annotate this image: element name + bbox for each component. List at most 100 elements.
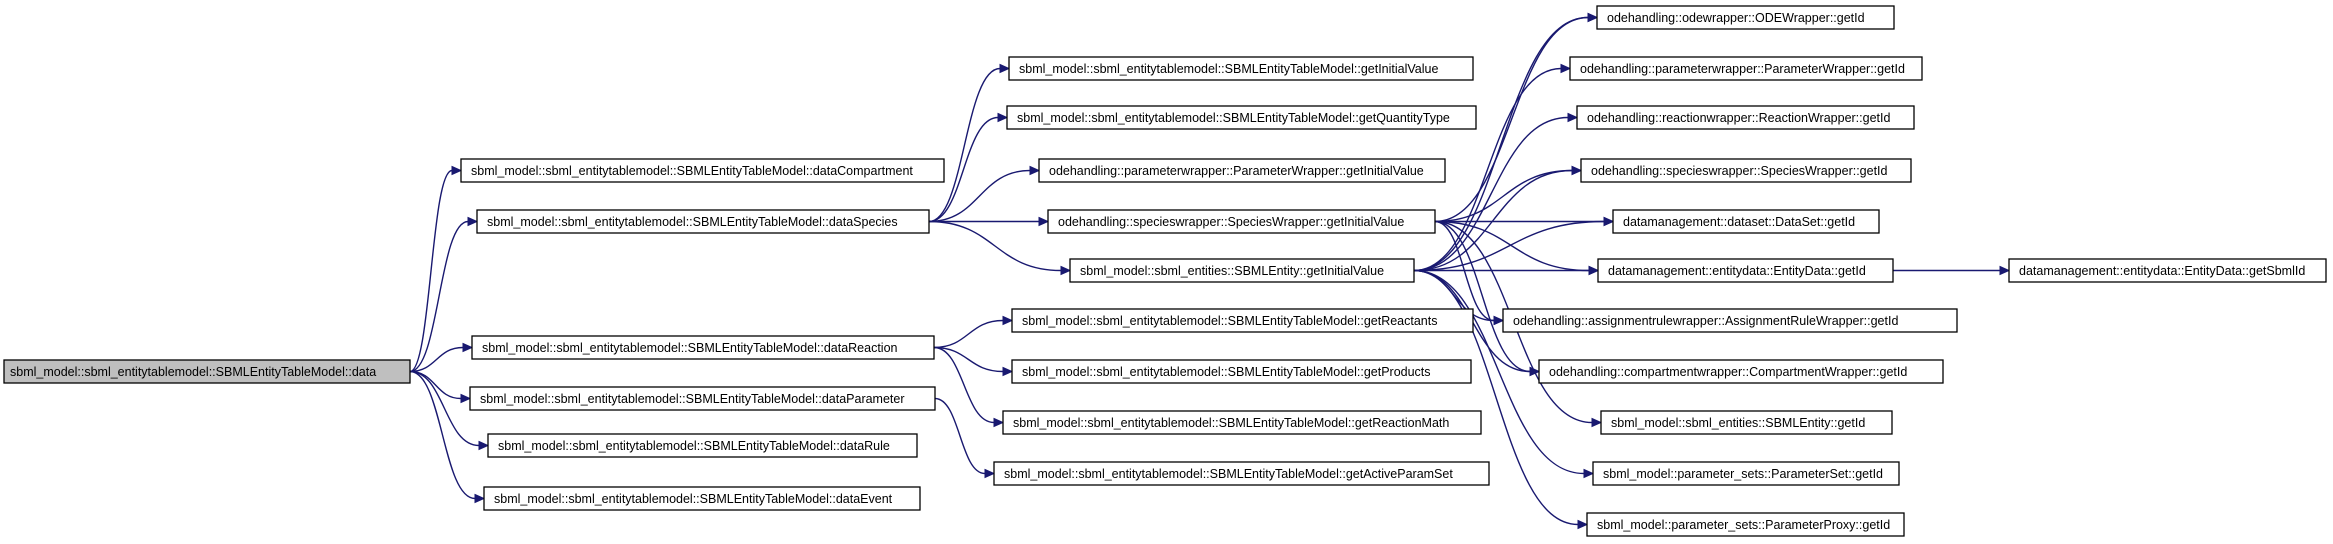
edge-entGetInitialValue-to-odeGetId	[1413, 16, 1589, 272]
node-label: odehandling::compartmentwrapper::Compart…	[1549, 365, 1907, 379]
edge-root-to-dataEvent	[409, 370, 476, 500]
node-label: odehandling::specieswrapper::SpeciesWrap…	[1591, 164, 1888, 178]
node-label: sbml_model::sbml_entitytablemodel::SBMLE…	[487, 215, 898, 229]
arrowhead	[1002, 366, 1014, 377]
edge-swGetInitialValue-to-edGetId	[1434, 220, 1590, 272]
edge-dataReaction-to-getReactants	[933, 319, 1004, 349]
node-label: sbml_model::sbml_entitytablemodel::SBMLE…	[1022, 365, 1431, 379]
node-label: sbml_model::sbml_entitytablemodel::SBMLE…	[1013, 416, 1449, 430]
node-swGetId[interactable]: odehandling::specieswrapper::SpeciesWrap…	[1580, 158, 1912, 183]
edge-dataSpecies-to-pwGetInitialValue	[928, 169, 1031, 223]
node-label: sbml_model::sbml_entities::SBMLEntity::g…	[1611, 416, 1865, 430]
node-label: odehandling::specieswrapper::SpeciesWrap…	[1058, 215, 1404, 229]
edge-entGetInitialValue-to-swGetId	[1413, 169, 1573, 272]
arrowhead	[1591, 417, 1603, 428]
node-label: datamanagement::dataset::DataSet::getId	[1623, 215, 1855, 229]
edge-entGetInitialValue-to-psGetId	[1413, 269, 1585, 475]
node-dataParameter[interactable]: sbml_model::sbml_entitytablemodel::SBMLE…	[469, 386, 936, 411]
node-label: datamanagement::entitydata::EntityData::…	[2019, 264, 2305, 278]
node-dataSpecies[interactable]: sbml_model::sbml_entitytablemodel::SBMLE…	[476, 209, 930, 234]
edge-root-to-dataReaction	[409, 346, 464, 373]
edge-swGetInitialValue-to-cwGetId	[1434, 220, 1531, 373]
node-getReactionMath[interactable]: sbml_model::sbml_entitytablemodel::SBMLE…	[1002, 410, 1482, 435]
node-label: sbml_model::sbml_entitytablemodel::SBMLE…	[494, 492, 893, 506]
edge-root-to-dataCompartment	[409, 169, 453, 373]
arrowhead	[1603, 216, 1615, 227]
edge-root-to-dataSpecies	[409, 220, 469, 373]
node-label: sbml_model::sbml_entitytablemodel::SBMLE…	[1017, 111, 1450, 125]
node-psGetId[interactable]: sbml_model::parameter_sets::ParameterSet…	[1592, 461, 1900, 486]
edge-entGetInitialValue-to-dsGetId	[1413, 220, 1605, 272]
arrowhead	[1587, 12, 1599, 23]
node-edGetId[interactable]: datamanagement::entitydata::EntityData::…	[1597, 258, 1894, 283]
edge-root-to-dataParameter	[409, 370, 462, 400]
node-root[interactable]: sbml_model::sbml_entitytablemodel::SBMLE…	[3, 359, 411, 384]
arrowhead	[460, 393, 472, 404]
node-dataReaction[interactable]: sbml_model::sbml_entitytablemodel::SBMLE…	[471, 335, 935, 360]
node-ppGetId[interactable]: sbml_model::parameter_sets::ParameterPro…	[1586, 512, 1905, 537]
node-getActiveParamSet[interactable]: sbml_model::sbml_entitytablemodel::SBMLE…	[993, 461, 1490, 486]
node-getReactants[interactable]: sbml_model::sbml_entitytablemodel::SBMLE…	[1011, 308, 1474, 333]
node-pwGetId[interactable]: odehandling::parameterwrapper::Parameter…	[1569, 56, 1923, 81]
node-label: sbml_model::sbml_entitytablemodel::SBMLE…	[471, 164, 913, 178]
node-dsGetId[interactable]: datamanagement::dataset::DataSet::getId	[1612, 209, 1880, 234]
edge-entGetInitialValue-to-ppGetId	[1413, 269, 1579, 526]
node-label: sbml_model::sbml_entitytablemodel::SBMLE…	[1004, 467, 1453, 481]
edge-dataReaction-to-getReactionMath	[933, 346, 995, 424]
arrowhead	[474, 493, 486, 504]
arrowhead	[999, 63, 1011, 74]
edge-dataParameter-to-getActiveParamSet	[934, 397, 986, 475]
node-label: sbml_model::sbml_entitytablemodel::SBMLE…	[480, 392, 905, 406]
node-label: odehandling::parameterwrapper::Parameter…	[1049, 164, 1424, 178]
node-dataEvent[interactable]: sbml_model::sbml_entitytablemodel::SBMLE…	[483, 486, 921, 511]
node-entGetId[interactable]: sbml_model::sbml_entities::SBMLEntity::g…	[1600, 410, 1893, 435]
edge-swGetInitialValue-to-swGetId	[1434, 169, 1573, 223]
node-dataRule[interactable]: sbml_model::sbml_entitytablemodel::SBMLE…	[487, 433, 918, 458]
arrowhead	[993, 417, 1005, 428]
node-label: odehandling::assignmentrulewrapper::Assi…	[1513, 314, 1898, 328]
node-cwGetId[interactable]: odehandling::compartmentwrapper::Compart…	[1538, 359, 1944, 384]
edge-root-to-dataRule	[409, 370, 480, 447]
arrowhead	[1999, 265, 2011, 276]
arrowhead	[1588, 265, 1600, 276]
arrowhead	[451, 165, 463, 176]
arrowhead	[462, 342, 474, 353]
arrowhead	[1560, 63, 1572, 74]
edge-dataSpecies-to-entGetInitialValue	[928, 220, 1062, 272]
node-label: odehandling::parameterwrapper::Parameter…	[1580, 62, 1905, 76]
edge-dataSpecies-to-getQuantityType	[928, 116, 999, 223]
node-label: sbml_model::sbml_entitytablemodel::SBMLE…	[482, 341, 898, 355]
node-label: odehandling::reactionwrapper::ReactionWr…	[1587, 111, 1890, 125]
node-dataCompartment[interactable]: sbml_model::sbml_entitytablemodel::SBMLE…	[460, 158, 945, 183]
arrowhead	[467, 216, 479, 227]
arrowhead	[1029, 165, 1041, 176]
arrowhead	[984, 468, 996, 479]
node-odeGetId[interactable]: odehandling::odewrapper::ODEWrapper::get…	[1596, 5, 1895, 30]
arrowhead	[1002, 315, 1014, 326]
node-edGetSbmlId[interactable]: datamanagement::entitydata::EntityData::…	[2008, 258, 2327, 283]
edge-dataSpecies-to-getInitialValueTM	[928, 67, 1001, 223]
node-label: sbml_model::sbml_entitytablemodel::SBMLE…	[1019, 62, 1438, 76]
node-getProducts[interactable]: sbml_model::sbml_entitytablemodel::SBMLE…	[1011, 359, 1472, 384]
node-label: sbml_model::parameter_sets::ParameterSet…	[1603, 467, 1883, 481]
node-label: odehandling::odewrapper::ODEWrapper::get…	[1607, 11, 1865, 25]
node-entGetInitialValue[interactable]: sbml_model::sbml_entities::SBMLEntity::g…	[1069, 258, 1415, 283]
arrowhead	[478, 440, 490, 451]
node-label: datamanagement::entitydata::EntityData::…	[1608, 264, 1866, 278]
edge-dataReaction-to-getProducts	[933, 346, 1004, 373]
edge-entGetInitialValue-to-pwGetId	[1413, 67, 1562, 272]
node-pwGetInitialValue[interactable]: odehandling::parameterwrapper::Parameter…	[1038, 158, 1446, 183]
arrowhead	[1571, 165, 1583, 176]
node-rwGetId[interactable]: odehandling::reactionwrapper::ReactionWr…	[1576, 105, 1915, 130]
node-getInitialValueTM[interactable]: sbml_model::sbml_entitytablemodel::SBMLE…	[1008, 56, 1474, 81]
arrowhead	[1577, 519, 1589, 530]
node-label: sbml_model::sbml_entities::SBMLEntity::g…	[1080, 264, 1384, 278]
arrowhead	[1567, 112, 1579, 123]
node-swGetInitialValue[interactable]: odehandling::specieswrapper::SpeciesWrap…	[1047, 209, 1436, 234]
node-getQuantityType[interactable]: sbml_model::sbml_entitytablemodel::SBMLE…	[1006, 105, 1477, 130]
arrowhead	[997, 112, 1009, 123]
arrowhead	[1529, 366, 1541, 377]
node-label: sbml_model::sbml_entitytablemodel::SBMLE…	[1022, 314, 1438, 328]
node-arwGetId[interactable]: odehandling::assignmentrulewrapper::Assi…	[1502, 308, 1958, 333]
